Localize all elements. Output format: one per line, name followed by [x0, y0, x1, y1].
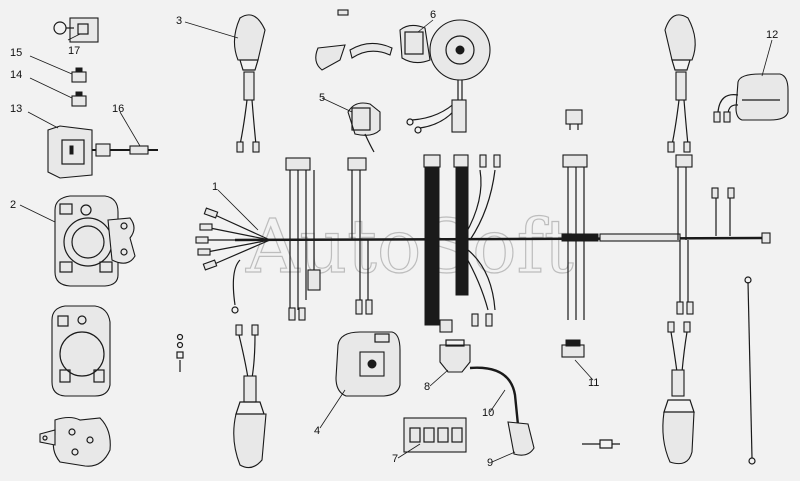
- callout-8: 8: [424, 381, 430, 393]
- callout-16: 16: [112, 103, 124, 115]
- ignition-control-box: [403, 417, 467, 453]
- callout-12: 12: [766, 29, 778, 41]
- headlight-housing: [335, 331, 401, 397]
- ignition-key-switch: [53, 17, 99, 43]
- instrument-mounting-bracket: [39, 416, 111, 467]
- callout-2: 2: [10, 199, 16, 211]
- callout-9: 9: [487, 457, 493, 469]
- spark-plug: [582, 439, 620, 449]
- instrument-cluster-rear-cover: [51, 305, 111, 397]
- relay-module: [347, 102, 381, 153]
- instrument-cluster-housing: [54, 195, 136, 287]
- antenna-rod: [744, 276, 756, 465]
- callout-15: 15: [10, 47, 22, 59]
- spark-plug-cap: [507, 421, 535, 456]
- callout-labels: 1 2 3 4 5 6 7 8 9 10 11 12 13 14 15 16 1…: [10, 9, 778, 469]
- callout-13: 13: [10, 103, 22, 115]
- callout-7: 7: [392, 453, 398, 465]
- high-tension-lead: [469, 366, 520, 426]
- indicator-bulb-15: [71, 67, 87, 83]
- alternator-assembly: [315, 9, 491, 134]
- ignition-coil: [439, 339, 471, 373]
- callout-17: 17: [68, 45, 80, 57]
- fastener-set: [176, 333, 184, 372]
- callout-5: 5: [319, 92, 325, 104]
- turn-signal-front-right: [664, 14, 696, 153]
- turn-signal-front-left: [233, 14, 266, 153]
- relay-small: [561, 339, 585, 358]
- fuse: [565, 109, 583, 130]
- callout-4: 4: [314, 425, 320, 437]
- callout-6: 6: [430, 9, 436, 21]
- turn-signal-rear-right: [662, 321, 695, 465]
- callout-14: 14: [10, 69, 22, 81]
- switch-housing: [47, 125, 93, 179]
- callout-1: 1: [212, 181, 218, 193]
- leader-lines: [19, 19, 773, 463]
- callout-10: 10: [482, 407, 494, 419]
- watermark: AutoSoft: [245, 204, 574, 290]
- tail-light: [713, 73, 789, 123]
- main-harness: [195, 154, 771, 333]
- callout-3: 3: [176, 15, 182, 27]
- indicator-bulb-14: [71, 91, 87, 107]
- callout-11: 11: [588, 377, 599, 389]
- switch-cable: [92, 143, 158, 157]
- turn-signal-rear-left: [233, 324, 267, 469]
